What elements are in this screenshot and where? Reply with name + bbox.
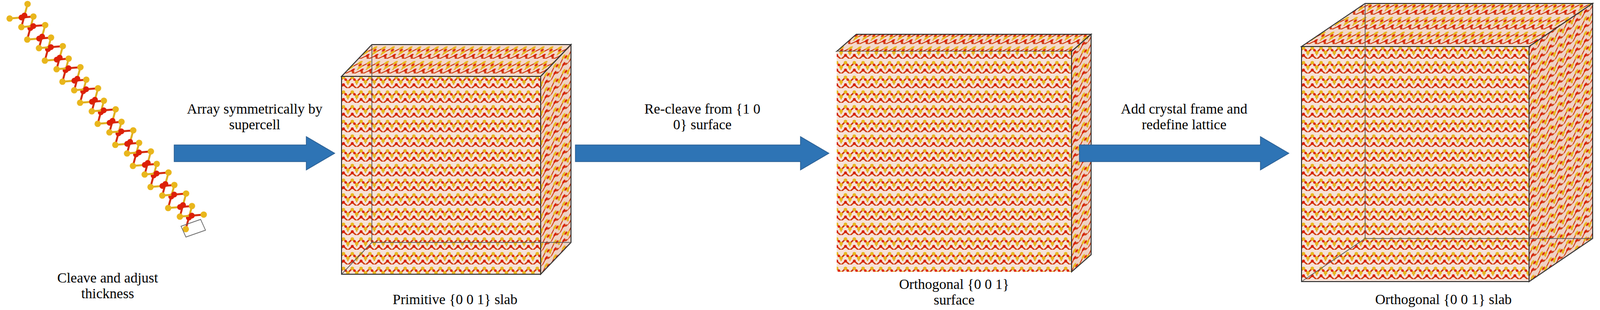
silicon-atom (70, 87, 78, 94)
slab-side-face (540, 44, 572, 275)
oxygen-atom (39, 33, 46, 40)
orthogonal-slab-figure (1301, 3, 1593, 282)
silicon-atom (88, 108, 95, 115)
stage-caption: Cleave and adjust thickness (55, 270, 161, 302)
block-arrow (575, 136, 829, 170)
silicon-atom (112, 141, 119, 148)
silicon-atom (129, 162, 137, 169)
oxygen-atom (162, 181, 169, 187)
oxygen-atom (109, 117, 116, 124)
stage-caption: Orthogonal {0 0 1} surface (890, 276, 1018, 308)
arrow-label: Add crystal frame and redefine lattice (1110, 100, 1258, 133)
hidden-edge (1301, 238, 1366, 282)
oxygen-atom (153, 170, 160, 177)
frame-edge (1071, 51, 1073, 272)
slab-top-face (836, 34, 1092, 52)
silicon-atom (35, 45, 43, 52)
slab-front-face (1301, 46, 1530, 282)
oxygen-atom (30, 22, 37, 29)
silica-chain (6, 0, 207, 237)
silicon-atom (30, 13, 37, 20)
oxygen-atom (127, 138, 134, 145)
silicon-atom (182, 190, 190, 197)
silicon-atom (100, 97, 108, 104)
silicon-atom (147, 148, 155, 155)
slab-side-face (1529, 3, 1593, 282)
silicon-atom (200, 211, 207, 218)
silicon-atom (118, 118, 125, 125)
stage-node: Primitive {0 0 1} slab (337, 9, 573, 310)
silicon-atom (153, 160, 160, 167)
unit-cell (181, 219, 206, 237)
silicon-atom (23, 36, 31, 43)
stage-caption: Orthogonal {0 0 1} slab (1374, 291, 1512, 308)
silicon-atom (141, 171, 148, 178)
silicon-atom (59, 78, 66, 85)
stage-node: Orthogonal {0 0 1} surface (831, 9, 1077, 310)
silicon-atom (106, 129, 113, 136)
silicon-atom (53, 66, 60, 73)
oxygen-atom (74, 75, 81, 82)
silicon-atom (65, 55, 72, 62)
oxygen-atom (47, 44, 54, 50)
silicon-atom (188, 202, 196, 209)
oxygen-atom (144, 160, 151, 166)
silicon-atom (77, 64, 84, 71)
silicon-atom (112, 106, 119, 113)
silicon-atom (164, 204, 172, 211)
silicon-atom (165, 169, 172, 176)
oxygen-atom (188, 212, 195, 219)
arrow-label: Array symmetrically by supercell (184, 100, 325, 133)
hidden-edge (341, 242, 372, 275)
oxygen-atom (180, 202, 186, 208)
silicon-atom (41, 57, 48, 64)
arrow-label: Re-cleave from {1 0 0} surface (637, 100, 768, 133)
stage-node: Orthogonal {0 0 1} slab (1291, 2, 1596, 310)
slab-front-face (341, 76, 541, 275)
silicon-atom (94, 85, 102, 92)
silicon-atom (83, 76, 90, 83)
stage-caption: Primitive {0 0 1} slab (392, 291, 518, 308)
primitive-slab-figure (341, 44, 572, 275)
oxygen-atom (83, 86, 90, 92)
orthogonal-surface-figure (836, 34, 1092, 272)
oxygen-atom (171, 191, 178, 198)
silicon-atom (159, 192, 166, 199)
oxygen-atom (56, 54, 63, 61)
silicon-atom (59, 43, 67, 50)
silicon-atom (123, 150, 131, 157)
oxygen-atom (65, 65, 72, 71)
silicon-atom (42, 22, 49, 29)
oxygen-atom (21, 12, 28, 19)
silicon-atom (171, 181, 178, 188)
hidden-edge (371, 44, 572, 243)
silicon-atom (47, 34, 55, 41)
silicon-atom (76, 99, 84, 106)
slab-front-face (836, 51, 1072, 272)
block-arrow (174, 136, 335, 170)
hidden-edge (1365, 3, 1593, 239)
silicon-atom (130, 127, 137, 134)
block-arrow (1079, 136, 1289, 170)
oxygen-atom (100, 107, 107, 114)
silicon-atom (147, 183, 154, 190)
oxygen-atom (118, 128, 125, 135)
oxygen-atom (136, 149, 142, 156)
silicon-atom (24, 0, 31, 8)
oxygen-atom (91, 96, 98, 103)
slab-top-face (341, 44, 572, 77)
silicon-atom (18, 23, 25, 31)
stage-node: Cleave and adjust thickness (44, 4, 172, 304)
silicon-atom (176, 213, 183, 220)
silicon-atom (94, 120, 101, 127)
silicon-atom (136, 139, 143, 146)
silicon-atom (6, 15, 13, 22)
